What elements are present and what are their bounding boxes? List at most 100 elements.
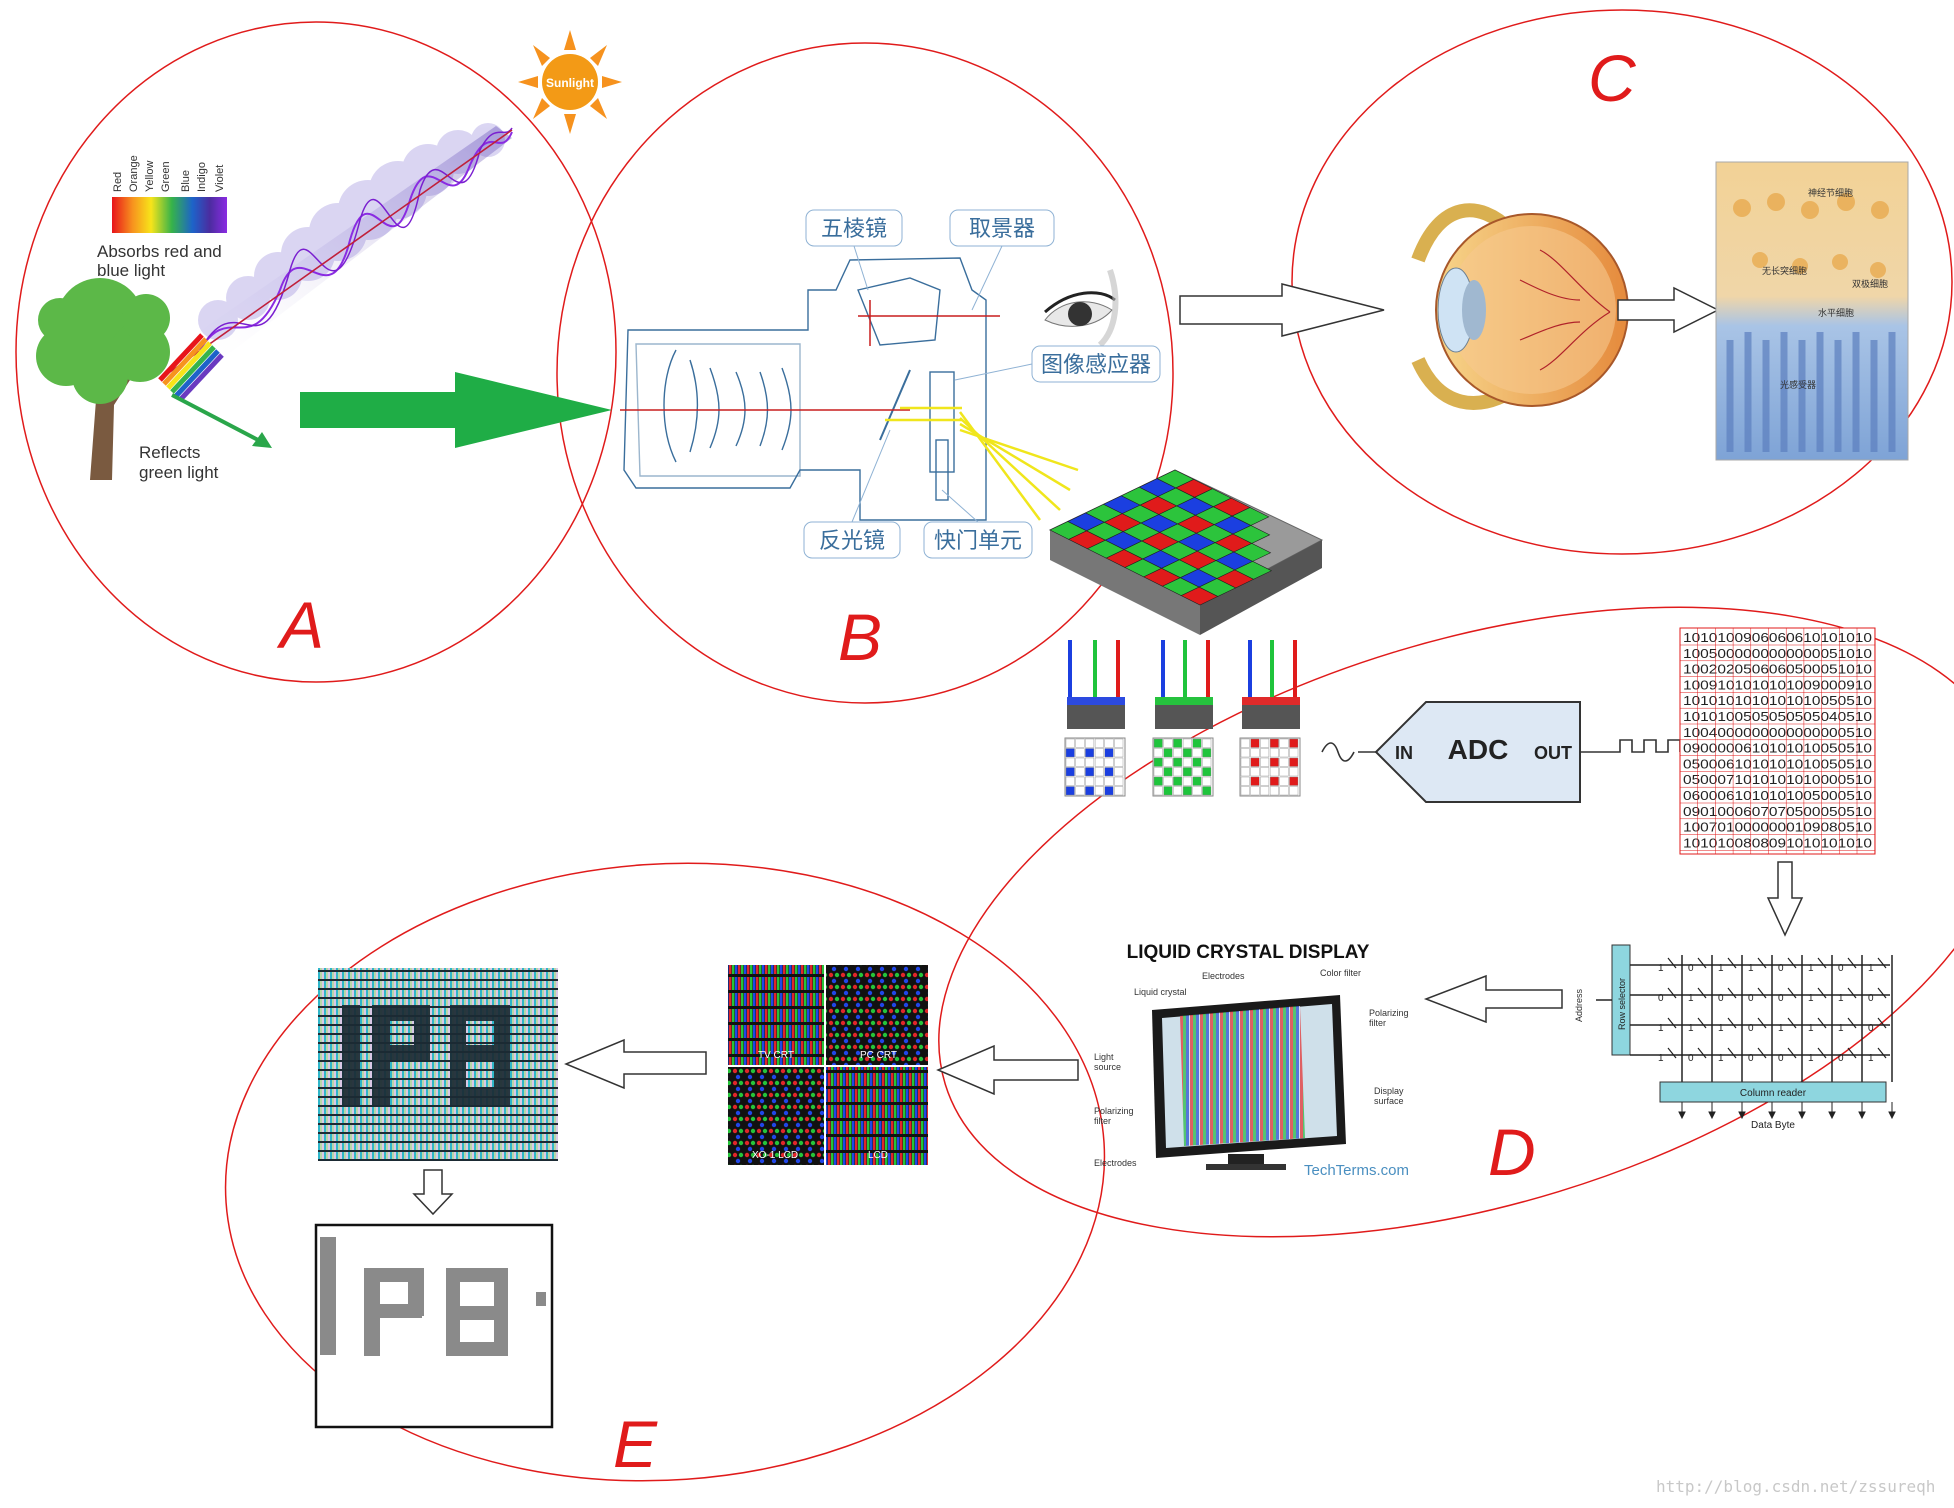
arrow-matrix-to-memory bbox=[1766, 861, 1804, 937]
sensel-cell bbox=[1240, 776, 1250, 786]
sensel-cell bbox=[1289, 738, 1299, 748]
retina-label-ganglion: 神经节细胞 bbox=[1808, 187, 1853, 198]
lcd-illustration: LIQUID CRYSTAL DISPLAY Electrodes Color … bbox=[1094, 942, 1409, 1179]
panel-label-lcd: LCD bbox=[868, 1150, 888, 1161]
panel-label-pc-crt: PC CRT bbox=[860, 1050, 897, 1061]
sensel-cell bbox=[1192, 786, 1202, 796]
sensel-cell bbox=[1182, 748, 1192, 758]
sensel-cell bbox=[1104, 767, 1114, 777]
memory-bit: 1 bbox=[1718, 1023, 1724, 1034]
sensel-cell bbox=[1289, 786, 1299, 796]
sensel-cell bbox=[1240, 767, 1250, 777]
sensel-cell bbox=[1250, 776, 1260, 786]
sensel-cell bbox=[1153, 767, 1163, 777]
sensel-cell bbox=[1163, 767, 1173, 777]
sensel-cell bbox=[1085, 786, 1095, 796]
sensel-cell bbox=[1289, 757, 1299, 767]
retina-label-photoreceptor: 光感受器 bbox=[1780, 379, 1816, 390]
sensel-cell bbox=[1104, 757, 1114, 767]
arrow-camera-to-eye bbox=[1179, 283, 1385, 337]
spectrum-label-4: Blue bbox=[180, 170, 192, 192]
matrix-row: 1009101010101009000910 bbox=[1683, 678, 1872, 692]
light-beam bbox=[158, 123, 513, 402]
sensel-cell bbox=[1163, 738, 1173, 748]
memory-bit: 0 bbox=[1748, 1053, 1754, 1064]
matrix-row: 1002020506060500051010 bbox=[1683, 663, 1872, 677]
bayer-cell bbox=[1234, 561, 1273, 580]
retina-cells-illustration: 神经节细胞 无长突细胞 双极细胞 水平细胞 光感受器 bbox=[1715, 161, 1909, 461]
matrix-row: 1010101010101010050510 bbox=[1683, 694, 1872, 708]
memory-bit: 0 bbox=[1688, 1053, 1694, 1064]
arrow-zoom-to-binary bbox=[412, 1169, 454, 1216]
spectrum-label-1: Orange bbox=[128, 155, 140, 192]
letter-a: A bbox=[276, 588, 324, 662]
memory-bit: 1 bbox=[1688, 993, 1694, 1004]
sensel-cell bbox=[1104, 748, 1114, 758]
circle-d bbox=[938, 606, 1954, 1238]
sensel-cell bbox=[1094, 767, 1104, 777]
arrow-memory-to-lcd bbox=[1423, 974, 1563, 1024]
sensel-cell bbox=[1085, 738, 1095, 748]
bayer-cell bbox=[1232, 525, 1271, 544]
spectrum-bar bbox=[112, 197, 227, 233]
spectrum-label-6: Violet bbox=[214, 165, 226, 192]
spectrum-label-0: Red bbox=[112, 172, 124, 192]
lcd-label-display-surface-1: Display bbox=[1374, 1086, 1404, 1096]
panel-lcd bbox=[826, 1067, 928, 1165]
memory-bit: 1 bbox=[1808, 1053, 1814, 1064]
sensel-cell bbox=[1094, 748, 1104, 758]
memory-bit: 1 bbox=[1838, 1023, 1844, 1034]
sensel-cell bbox=[1153, 757, 1163, 767]
sensel-cell bbox=[1114, 767, 1124, 777]
sensel-cell bbox=[1192, 738, 1202, 748]
panel-pc-crt bbox=[826, 965, 928, 1065]
sensel-cell bbox=[1279, 738, 1289, 748]
sensel-cell bbox=[1192, 748, 1202, 758]
sensel-cell bbox=[1163, 776, 1173, 786]
sensel-cell bbox=[1279, 786, 1289, 796]
label-shutter: 快门单元 bbox=[934, 528, 1022, 553]
memory-bit: 0 bbox=[1868, 1023, 1874, 1034]
sensel-cell bbox=[1240, 748, 1250, 758]
sensel-cell bbox=[1104, 738, 1114, 748]
sensel-cell bbox=[1182, 776, 1192, 786]
sensel-cell bbox=[1202, 738, 1212, 748]
row-selector-label: Row selector bbox=[1617, 978, 1627, 1030]
address-label: Address bbox=[1574, 988, 1584, 1022]
region-circles bbox=[15, 9, 1954, 1482]
reflects-label-line2: green light bbox=[139, 463, 219, 482]
lcd-label-polarizing-left-2: filter bbox=[1094, 1116, 1111, 1126]
sensel-cell bbox=[1114, 786, 1124, 796]
spectrum-label-5: Indigo bbox=[196, 162, 208, 192]
lcd-label-display-surface-2: surface bbox=[1374, 1096, 1404, 1106]
memory-bit: 1 bbox=[1868, 963, 1874, 974]
camera-labels: 五棱镜 取景器 图像感应器 反光镜 快门单元 bbox=[803, 209, 1161, 559]
sensel-cell bbox=[1192, 767, 1202, 777]
spectrum-label-2: Yellow bbox=[144, 161, 156, 192]
memory-bit: 1 bbox=[1658, 1053, 1664, 1064]
sensel-cell bbox=[1250, 767, 1260, 777]
lcd-label-polarizing-right-2: filter bbox=[1369, 1018, 1386, 1028]
sensel-cell bbox=[1065, 738, 1075, 748]
sensel-cell bbox=[1269, 776, 1279, 786]
memory-bit: 1 bbox=[1718, 1053, 1724, 1064]
retina-label-amacrine: 无长突细胞 bbox=[1762, 265, 1807, 276]
matrix-row: 1007010000000109080510 bbox=[1683, 821, 1872, 835]
memory-bit: 0 bbox=[1838, 963, 1844, 974]
adc-in-label: IN bbox=[1395, 743, 1413, 763]
retina-label-horizontal: 水平细胞 bbox=[1818, 307, 1854, 318]
bayer-cell bbox=[1231, 507, 1270, 526]
sensel-cell bbox=[1250, 757, 1260, 767]
sensel-cell bbox=[1192, 757, 1202, 767]
sensel-cell bbox=[1075, 767, 1085, 777]
pixel-comparison-panels: TV CRT PC CRT XO-1 LCD LCD bbox=[728, 965, 928, 1165]
circle-c bbox=[1291, 9, 1953, 555]
lcd-label-color-filter: Color filter bbox=[1320, 968, 1361, 978]
memory-bit: 0 bbox=[1748, 993, 1754, 1004]
sensel-cell bbox=[1094, 786, 1104, 796]
spectrum-label-3: Green bbox=[160, 161, 172, 192]
camera-diagram bbox=[623, 257, 987, 521]
absorbs-label-line1: Absorbs red and bbox=[97, 242, 222, 261]
sensel-cell bbox=[1075, 786, 1085, 796]
